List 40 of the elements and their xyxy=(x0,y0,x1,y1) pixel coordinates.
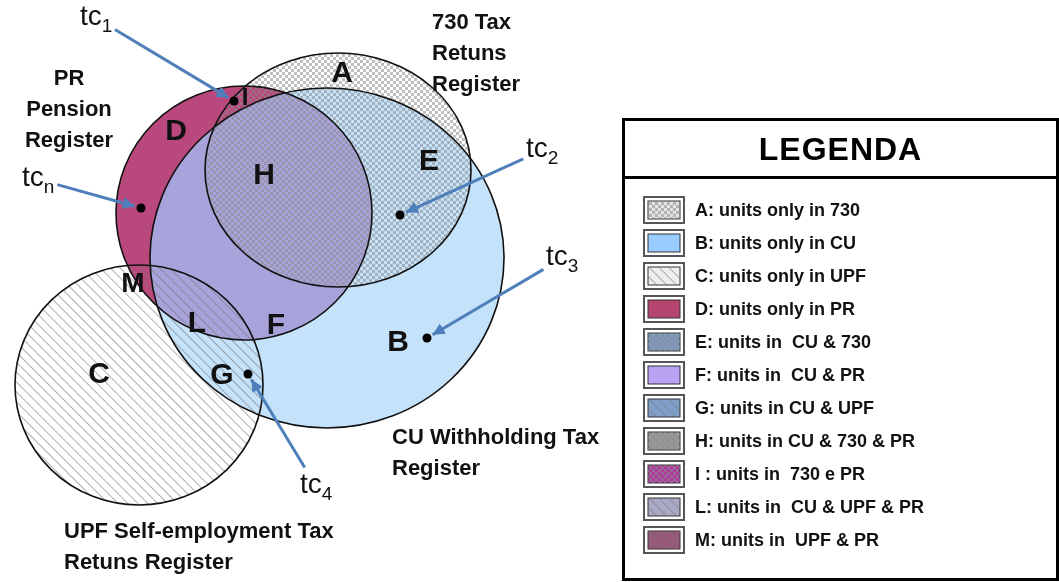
point-label: tc$_{4}$ xyxy=(300,470,333,503)
legend-text: B: units only in CU xyxy=(695,232,856,254)
region-letter: D xyxy=(165,115,187,145)
arrow xyxy=(250,378,306,469)
point-marker xyxy=(243,369,253,379)
legend-text: C: units only in UPF xyxy=(695,265,866,287)
point-marker xyxy=(395,210,405,220)
point-marker xyxy=(422,333,432,343)
arrow xyxy=(405,157,524,214)
region-letter: F xyxy=(266,309,286,339)
legend-text: L: units in CU & UPF & PR xyxy=(695,496,924,518)
legend-text: E: units in CU & 730 xyxy=(695,331,872,353)
point-label: tc$_{n}$ xyxy=(22,163,55,196)
legend-title: LEGENDA xyxy=(758,130,923,167)
legend-text: G: units in CU & UPF xyxy=(695,397,874,419)
point-label: tc$_{3}$ xyxy=(546,242,579,275)
register-name: UPF Self-employment Tax Retuns Register xyxy=(64,517,335,576)
region-letter: H xyxy=(253,159,275,189)
legend-text: I : units in 730 e PR xyxy=(695,463,866,485)
point-label: tc$_{2}$ xyxy=(526,134,559,167)
region-letter: B xyxy=(387,326,409,356)
legend-text: H: units in CU & 730 & PR xyxy=(695,430,916,452)
region-letter: E xyxy=(419,145,439,175)
register-name: PR Pension Register xyxy=(23,64,114,154)
arrow xyxy=(431,268,545,336)
region-letter: I xyxy=(241,85,249,109)
legend-text: M: units in UPF & PR xyxy=(695,529,879,551)
region-letter: C xyxy=(88,358,110,388)
arrow xyxy=(56,183,136,209)
arrow xyxy=(114,28,230,99)
register-name: 730 Tax Retuns Register xyxy=(432,8,522,98)
region-letter: G xyxy=(210,359,234,389)
legend-text: F: units in CU & PR xyxy=(695,364,865,386)
point-marker xyxy=(229,96,239,106)
point-marker xyxy=(136,203,146,213)
legend-text: A: units only in 730 xyxy=(695,199,861,221)
legend-text: D: units only in PR xyxy=(695,298,855,320)
region-letter: A xyxy=(331,57,353,87)
register-name: CU Withholding Tax Register xyxy=(392,423,601,482)
point-label: tc$_{1}$ xyxy=(80,2,113,35)
